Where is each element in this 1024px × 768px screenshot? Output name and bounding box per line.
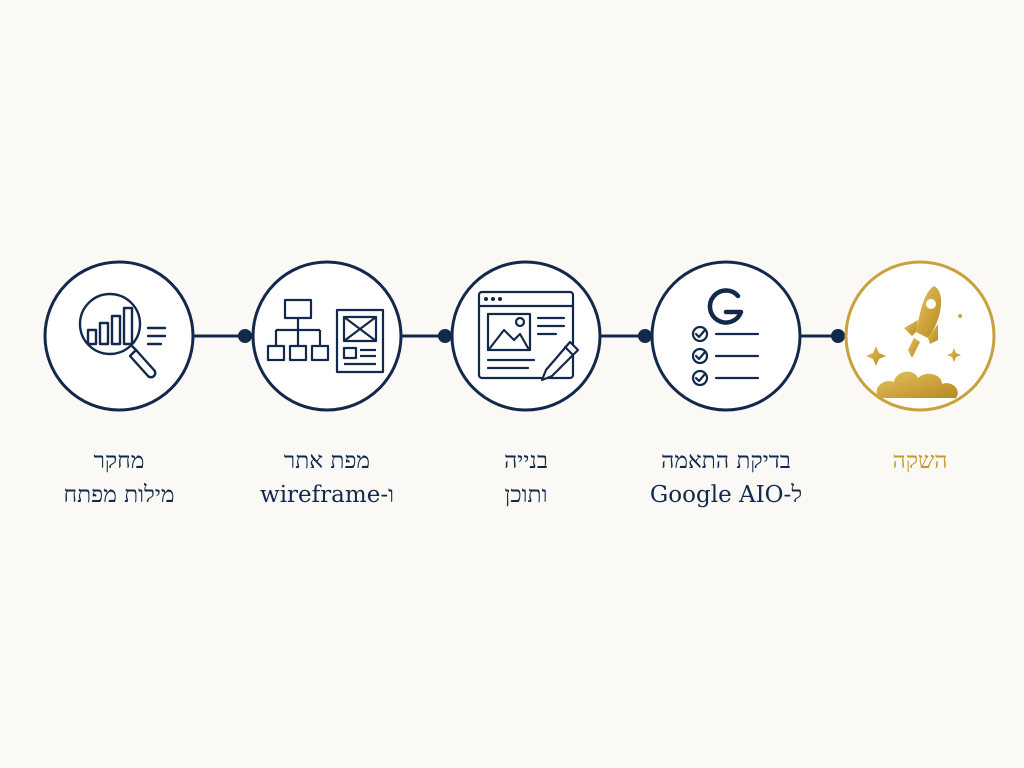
connector-dot-4: [831, 329, 845, 343]
label-line-2: ל-Google AIO: [649, 482, 803, 508]
label-launch: השקה: [800, 444, 1024, 478]
step-sitemap-wireframe: [249, 258, 405, 414]
label-line-1: בדיקת התאמה: [661, 448, 791, 474]
label-line-1: השקה: [892, 448, 948, 474]
label-google-aio-check: בדיקת התאמה ל-Google AIO: [606, 444, 846, 512]
step-launch: [842, 258, 998, 414]
label-line-2: ו-wireframe: [260, 482, 394, 508]
label-line-2: ותוכן: [504, 482, 548, 508]
label-line-1: מפת אתר: [283, 448, 371, 474]
build-content-icon: [450, 260, 602, 412]
label-line-1: מחקר: [93, 448, 145, 474]
connector-dot-1: [238, 329, 252, 343]
label-build-content: בנייה ותוכן: [406, 444, 646, 512]
label-keyword-research: מחקר מילות מפתח: [0, 444, 239, 512]
google-checklist-icon: [650, 260, 802, 412]
label-line-2: מילות מפתח: [63, 482, 175, 508]
step-build-content: [448, 258, 604, 414]
rocket-launch-icon: [844, 260, 996, 412]
sitemap-wireframe-icon: [251, 260, 403, 412]
keyword-research-icon: [43, 260, 195, 412]
label-sitemap-wireframe: מפת אתר ו-wireframe: [207, 444, 447, 512]
step-keyword-research: [41, 258, 197, 414]
step-google-aio-check: [648, 258, 804, 414]
label-line-1: בנייה: [504, 448, 548, 474]
connector-dot-3: [638, 329, 652, 343]
connector-dot-2: [438, 329, 452, 343]
